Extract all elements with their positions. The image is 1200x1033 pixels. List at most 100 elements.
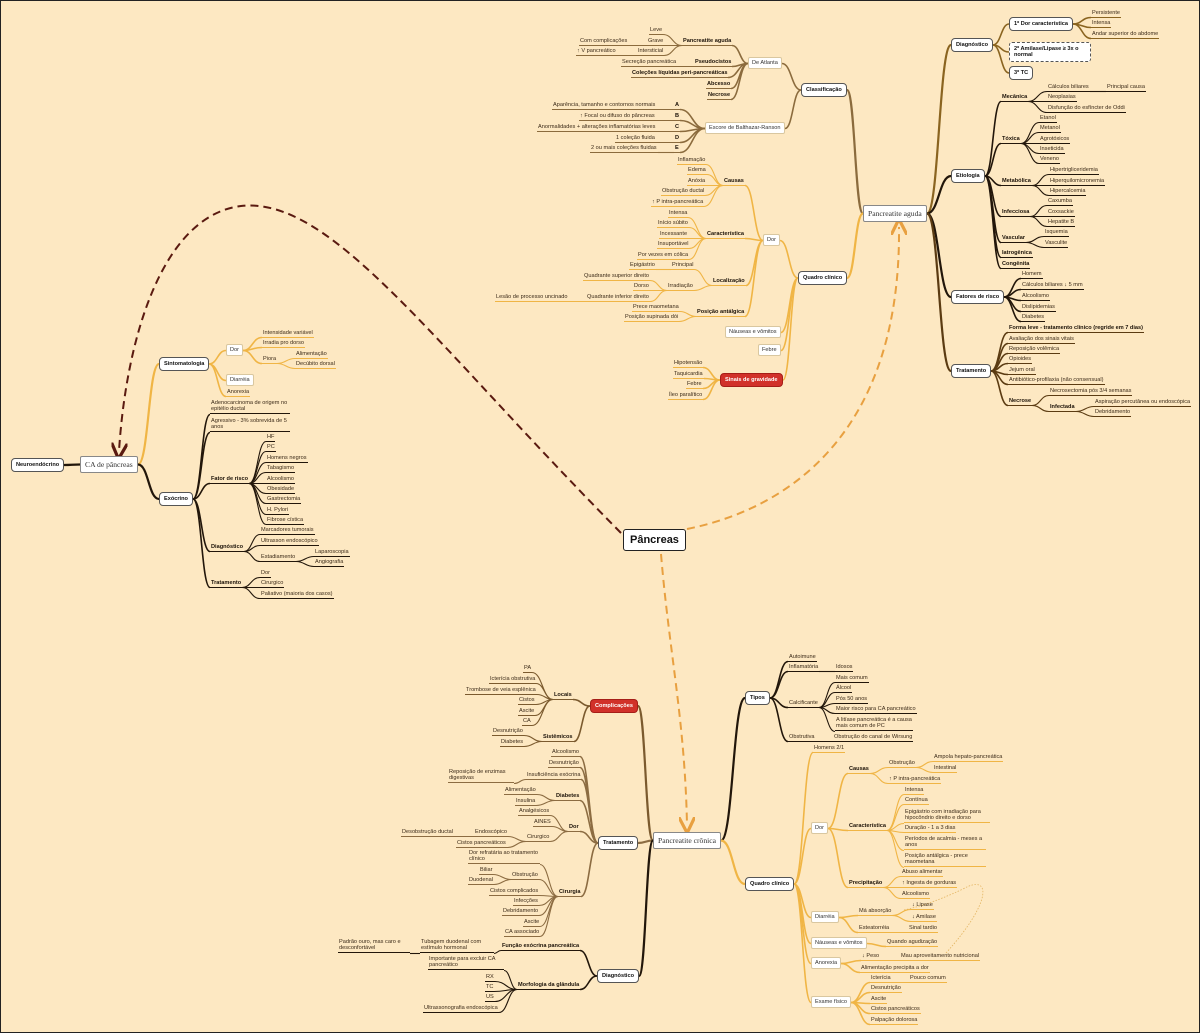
topic-metanol[interactable]: Metanol	[1039, 125, 1061, 134]
topic-dor[interactable]: Dor	[811, 821, 829, 835]
topic-decubito-dorsal[interactable]: Decúbito dorsal	[295, 361, 336, 370]
topic-coxsackie[interactable]: Coxsackie	[1047, 209, 1075, 218]
topic-fator-de-risco[interactable]: Fator de risco	[210, 476, 249, 485]
topic-b[interactable]: B	[674, 113, 681, 122]
topic-inicio-subito[interactable]: Início súbito	[657, 220, 689, 229]
topic-alimentacao[interactable]: Alimentação	[295, 351, 328, 360]
topic-debridamento[interactable]: Debridamento	[1094, 409, 1132, 418]
topic-intensa[interactable]: Intensa	[668, 210, 689, 219]
topic-a[interactable]: A	[674, 102, 681, 111]
topic-mais-comum[interactable]: Mais comum	[835, 675, 869, 684]
topic-inseticida[interactable]: Inseticida	[1039, 146, 1065, 155]
topic-pancreas[interactable]: Pâncreas	[623, 529, 686, 551]
topic-mecanica[interactable]: Mecânica	[1001, 94, 1029, 103]
topic-posicao-supinada-doi[interactable]: Posição supinada dói	[624, 314, 680, 323]
topic-dor[interactable]: Dor	[260, 570, 272, 579]
topic-desnutricao[interactable]: Desnutrição	[548, 760, 580, 769]
topic-debridamento[interactable]: Debridamento	[502, 908, 540, 917]
topic-hepatite-b[interactable]: Hepatite B	[1047, 219, 1076, 228]
topic-angiografia[interactable]: Angiografia	[314, 559, 345, 568]
topic-infeccoes[interactable]: Infecções	[513, 898, 539, 907]
topic-diagnostico[interactable]: Diagnóstico	[951, 38, 994, 52]
topic-dor[interactable]: Dor	[568, 824, 580, 833]
topic-intestinal[interactable]: Intestinal	[933, 765, 958, 774]
topic-colecoes-liquidas-peri-pancreaticas[interactable]: Coleções líquidas peri-pancreáticas	[631, 70, 729, 79]
topic-antibiotico-profilaxia-nao-consensual[interactable]: Antibiótico-profilaxia (não consensual)	[1008, 377, 1105, 386]
topic-reposicao-de-enzimas-digestivas[interactable]: Reposição de enzimas digestivas	[448, 769, 514, 784]
relationship-arrow-cronica[interactable]	[660, 553, 687, 825]
topic-peso[interactable]: ↓ Peso	[861, 953, 881, 962]
topic-exame-fisico[interactable]: Exame físico	[811, 995, 852, 1009]
topic-reposicao-volemica[interactable]: Reposição volêmica	[1008, 346, 1061, 355]
topic-ma-absorcao[interactable]: Má absorção	[858, 908, 893, 917]
topic-abuso-alimentar[interactable]: Abuso alimentar	[901, 869, 944, 878]
topic-febre[interactable]: Febre	[686, 381, 703, 390]
topic-intensa[interactable]: Intensa	[904, 787, 925, 796]
topic-caxumba[interactable]: Caxumba	[1047, 198, 1073, 207]
topic-diagnostico[interactable]: Diagnóstico	[597, 969, 640, 983]
topic-ingesta-de-gorduras[interactable]: ↑ Ingesta de gorduras	[901, 880, 958, 889]
topic-anorexia[interactable]: Anorexia	[811, 956, 842, 970]
topic-complicacoes[interactable]: Complicações	[590, 699, 638, 713]
topic-intensidade-variavel[interactable]: Intensidade variável	[262, 330, 314, 339]
topic-quadro-clinico[interactable]: Quadro clínico	[745, 877, 795, 891]
topic-anoxia[interactable]: Anóxia	[687, 178, 707, 187]
topic-alcool[interactable]: Álcool	[835, 685, 853, 694]
topic-sintomatologia[interactable]: Sintomatologia	[159, 357, 210, 371]
topic-iatrogenica[interactable]: Iatrogênica	[1001, 250, 1033, 259]
topic-intersticial[interactable]: Intersticial	[637, 48, 665, 57]
topic-ultrasson-endoscopico[interactable]: Ultrasson endoscópico	[260, 538, 319, 547]
topic-endoscopico[interactable]: Endoscópico	[474, 829, 509, 838]
topic-ca-associado[interactable]: CA associado	[504, 929, 541, 938]
topic-estadiamento[interactable]: Estadiamento	[260, 554, 297, 563]
topic-causas[interactable]: Causas	[848, 766, 870, 775]
topic-pancreatite-aguda[interactable]: Pancreatite aguda	[863, 204, 927, 222]
topic-paliativo-maioria-dos-casos[interactable]: Paliativo (maioria dos casos)	[260, 591, 334, 600]
topic-por-vezes-em-colica[interactable]: Por vezes em cólica	[637, 252, 690, 261]
topic-obstrucao[interactable]: Obstrução	[511, 872, 539, 881]
topic-sistemicos[interactable]: Sistêmicos	[542, 734, 574, 743]
topic-ca[interactable]: CA	[522, 718, 532, 727]
topic-avaliacao-dos-sinais-vitais[interactable]: Avaliação dos sinais vitais	[1008, 336, 1075, 345]
topic-esteatorreia[interactable]: Esteatorréia	[858, 925, 891, 934]
topic-ampola-hepato-pancreatica[interactable]: Ampola hepato-pancreática	[933, 754, 1004, 763]
topic-sinais-de-gravidade[interactable]: Sinais de gravidade	[720, 373, 783, 387]
topic-calcificante[interactable]: Calcificante	[788, 700, 819, 709]
topic-hipotensao[interactable]: Hipotensão	[673, 360, 704, 369]
topic-principal-causa[interactable]: Principal causa	[1106, 84, 1146, 93]
topic-agressivo-3-sobrevida-de-5-anos[interactable]: Agressivo - 3% sobrevida de 5 anos	[210, 418, 290, 433]
topic-precipitacao[interactable]: Precipitação	[848, 880, 884, 889]
topic-maior-risco-para-ca-pancreatico[interactable]: Maior risco para CA pancreático	[835, 706, 917, 715]
topic-tratamento[interactable]: Tratamento	[598, 836, 639, 850]
topic-dor-refrataria-ao-tratamento-clinico[interactable]: Dor refratária ao tratamento clínico	[468, 850, 540, 865]
topic-calculos-biliares-5-mm[interactable]: Cálculos biliares ↓ 5 mm	[1021, 282, 1084, 291]
topic-fatores-de-risco[interactable]: Fatores de risco	[951, 290, 1005, 304]
topic-pancreatite-aguda[interactable]: Pancreatite aguda	[682, 38, 733, 47]
topic-desnutricao[interactable]: Desnutrição	[870, 985, 902, 994]
topic-obstrucao[interactable]: Obstrução	[888, 760, 916, 769]
topic-homens-2-1[interactable]: Homens 2/1	[813, 745, 846, 754]
topic-pa[interactable]: PA	[523, 665, 533, 674]
topic-amilase[interactable]: ↓ Amilase	[911, 914, 937, 923]
topic-vasculite[interactable]: Vasculite	[1044, 240, 1069, 249]
topic-nauseas-e-vomitos[interactable]: Náuseas e vômitos	[725, 325, 781, 339]
topic-andar-superior-do-abdome[interactable]: Andar superior do abdome	[1091, 31, 1160, 40]
topic-padrao-ouro-mas-caro-e-desconfortavel[interactable]: Padrão ouro, mas caro e desconfortável	[338, 939, 410, 954]
topic-adenocarcinoma-de-origem-no-epitelio-ductal[interactable]: Adenocarcinoma de origem no epitélio duc…	[210, 400, 290, 415]
topic-ictericia[interactable]: Icterícia	[870, 975, 892, 984]
topic-forma-leve-tratamento-clinico-regride-em-7-dias[interactable]: Forma leve - tratamento clínico (regride…	[1008, 325, 1144, 334]
topic-posicao-antalgica[interactable]: Posição antálgica	[696, 309, 746, 318]
topic-homem[interactable]: Homem	[1021, 271, 1043, 280]
topic-escore-de-balthazar-ranson[interactable]: Escore de Balthazar-Ranson	[705, 121, 785, 135]
topic-necrose[interactable]: Necrose	[707, 92, 732, 101]
topic-focal-ou-difuso-do-pancreas[interactable]: ↑ Focal ou difuso do pâncreas	[579, 113, 656, 122]
topic-cistos[interactable]: Cistos	[518, 697, 536, 706]
topic-us[interactable]: US	[485, 994, 495, 1003]
topic-marcadores-tumorais[interactable]: Marcadores tumorais	[260, 527, 315, 536]
topic-e[interactable]: E	[674, 145, 680, 154]
topic-persistente[interactable]: Persistente	[1091, 10, 1121, 19]
topic-v-pancreatico[interactable]: ↑ V pancreático	[576, 48, 617, 57]
topic-nauseas-e-vomitos[interactable]: Náuseas e vômitos	[811, 936, 867, 950]
topic-3-tc[interactable]: 3º TC	[1009, 66, 1034, 80]
